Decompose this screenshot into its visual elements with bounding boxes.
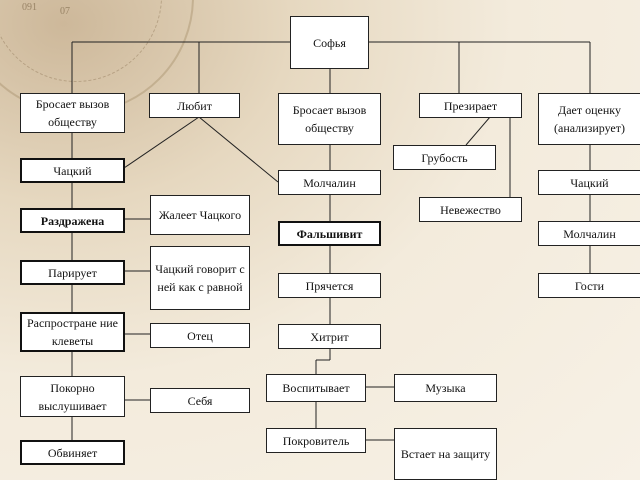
node-rudeness: Грубость — [393, 145, 496, 170]
node-chatsky-talks-as-equal: Чацкий говорит с ней как с равной — [150, 246, 250, 310]
node-label: Фальшивит — [296, 226, 363, 241]
node-pities-chatsky: Жалеет Чацкого — [150, 195, 250, 235]
node-deceives: Фальшивит — [278, 221, 381, 246]
node-label: Распростране ние клеветы — [26, 316, 118, 348]
node-label: Покорно выслушивает — [38, 380, 107, 413]
node-label: Молчалин — [303, 175, 356, 190]
node-label: Невежество — [440, 202, 501, 217]
node-label: Воспитывает — [282, 381, 350, 395]
connector — [123, 116, 200, 169]
node-label: Бросает вызов обществу — [292, 103, 367, 135]
node-evaluates: Дает оценку (анализирует) — [538, 93, 640, 145]
node-label: Молчалин — [563, 226, 616, 241]
root-node-sofia: Софья — [290, 16, 369, 69]
node-hides: Прячется — [278, 273, 381, 298]
node-label: Презирает — [443, 98, 498, 113]
node-label: Парирует — [48, 265, 97, 280]
node-loves: Любит — [149, 93, 240, 118]
node-listens-humbly: Покорно выслушивает — [20, 376, 125, 417]
node-label: Чацкий говорит с ней как с равной — [155, 262, 245, 294]
node-label: Софья — [313, 35, 346, 50]
node-chatsky-right: Чацкий — [538, 170, 640, 195]
connector — [198, 116, 279, 183]
node-label: Чацкий — [53, 163, 92, 178]
node-chatsky-left: Чацкий — [20, 158, 125, 183]
node-molchalin-right: Молчалин — [538, 221, 640, 246]
node-cunning: Хитрит — [278, 324, 381, 349]
node-molchalin-center: Молчалин — [278, 170, 381, 195]
node-label: Гости — [574, 278, 605, 293]
node-label: Отец — [187, 328, 213, 343]
node-label: Жалеет Чацкого — [158, 208, 242, 222]
node-label: Любит — [177, 98, 212, 113]
node-challenges-society-left: Бросает вызов обществу — [20, 93, 125, 133]
node-label: Бросает вызов обществу — [35, 97, 110, 129]
node-label: Дает оценку (анализирует) — [554, 103, 625, 135]
node-label: Музыка — [425, 381, 466, 395]
node-despises: Презирает — [419, 93, 522, 118]
node-stands-up-defense: Встает на защиту — [394, 428, 497, 480]
node-music: Музыка — [394, 374, 497, 402]
node-ignorance: Невежество — [419, 197, 522, 222]
compass-number: 07 — [60, 6, 70, 17]
node-challenges-society-center: Бросает вызов обществу — [278, 93, 381, 145]
node-father: Отец — [150, 323, 250, 348]
node-patron: Покровитель — [266, 428, 366, 453]
node-label: Покровитель — [282, 433, 350, 448]
node-label: Чацкий — [570, 175, 609, 190]
node-label: Хитрит — [310, 329, 349, 344]
node-herself: Себя — [150, 388, 250, 413]
node-spreading-slander: Распростране ние клеветы — [20, 312, 125, 352]
node-guests: Гости — [538, 273, 640, 298]
node-accuses: Обвиняет — [20, 440, 125, 465]
connector — [465, 116, 491, 146]
node-label: Обвиняет — [47, 445, 98, 460]
node-label: Встает на защиту — [400, 447, 491, 461]
node-parries: Парирует — [20, 260, 125, 285]
node-label: Прячется — [305, 278, 354, 293]
node-educates: Воспитывает — [266, 374, 366, 402]
node-label: Грубость — [421, 150, 468, 165]
compass-number: 091 — [22, 2, 37, 13]
node-label: Раздражена — [40, 213, 105, 228]
node-label: Себя — [187, 393, 213, 408]
node-irritated: Раздражена — [20, 208, 125, 233]
